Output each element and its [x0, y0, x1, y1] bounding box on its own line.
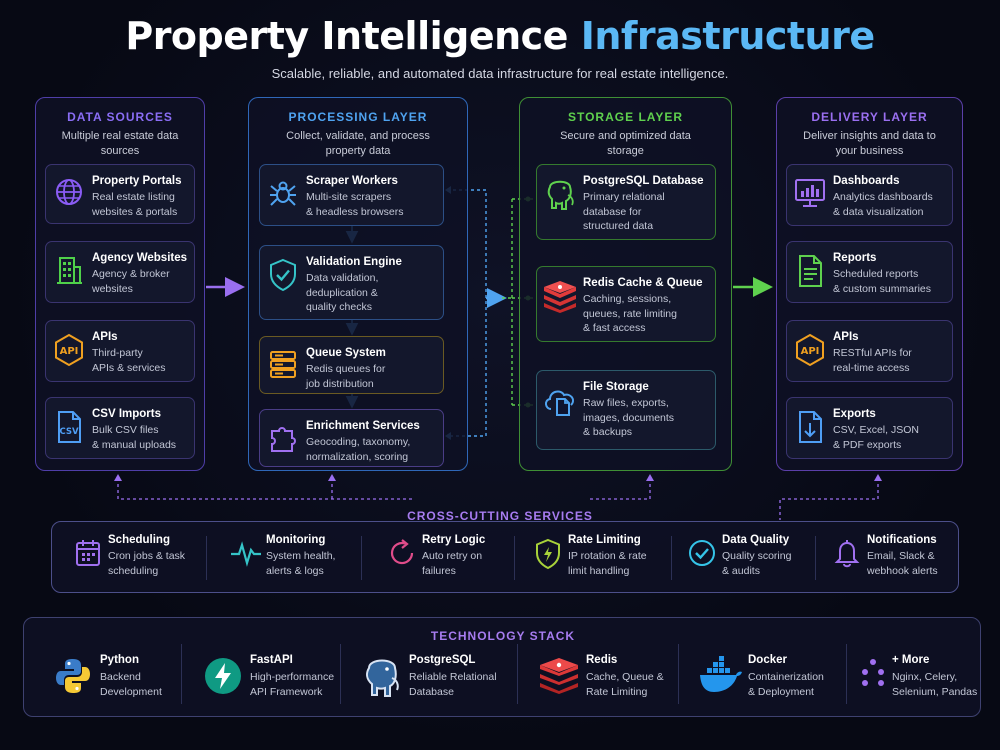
processing-title: PROCESSING LAYER [288, 110, 428, 124]
dashboard-icon [795, 179, 825, 207]
title-accent: Infrastructure [580, 14, 875, 58]
postgres-elephant-icon [547, 180, 574, 210]
cross-cutting-title: CROSS-CUTTING SERVICES [407, 509, 593, 523]
storage-connector-lines [502, 198, 534, 406]
delivery-layer-panel: DELIVERY LAYER Deliver insights and data… [776, 97, 963, 471]
cloud-file-icon [545, 390, 574, 416]
svg-text:API: API [60, 346, 79, 357]
page-title: Property Intelligence Infrastructure [0, 14, 1000, 58]
calendar-icon [76, 540, 100, 566]
technology-stack-title: TECHNOLOGY STACK [430, 629, 576, 643]
shield-check-icon [270, 258, 296, 292]
card-title: Property Portals [92, 175, 182, 187]
page-subtitle: Scalable, reliable, and automated data i… [271, 66, 729, 81]
cross-cutting-links [117, 478, 879, 520]
shield-limit-icon [536, 538, 560, 570]
check-circle-icon [689, 540, 715, 566]
processing-subtitle: Collect, validate, and process property … [286, 130, 430, 157]
puzzle-icon [271, 427, 296, 452]
spider-icon [270, 181, 296, 206]
api-icon: API [55, 333, 83, 367]
bell-icon [834, 540, 860, 568]
postgres-elephant-icon [366, 659, 399, 697]
data-sources-panel: DATA SOURCES Multiple real estate data s… [35, 97, 205, 471]
pulse-icon [231, 541, 261, 567]
csv-file-icon: CSV [58, 411, 81, 443]
delivery-title: DELIVERY LAYER [811, 110, 928, 124]
python-icon [56, 659, 90, 693]
redis-icon [544, 281, 576, 313]
redis-icon [540, 658, 578, 694]
title-main: Property Intelligence [125, 14, 568, 58]
delivery-subtitle: Deliver insights and data to your busine… [803, 130, 936, 157]
data-sources-title: DATA SOURCES [67, 110, 173, 124]
fastapi-icon [205, 658, 241, 694]
queue-icon [270, 351, 296, 378]
dots-icon [862, 659, 884, 686]
report-icon [799, 255, 822, 287]
building-icon [57, 257, 82, 284]
processing-layer-panel: PROCESSING LAYER Collect, validate, and … [248, 97, 468, 471]
svg-text:CSV: CSV [59, 427, 79, 437]
globe-icon [56, 179, 82, 205]
storage-layer-panel: STORAGE LAYER Secure and optimized data … [519, 97, 732, 471]
api-icon: API [796, 333, 824, 367]
docker-icon [700, 656, 742, 692]
export-file-icon [799, 411, 822, 443]
storage-subtitle: Secure and optimized data storage [560, 130, 691, 157]
data-sources-subtitle: Multiple real estate data sources [61, 130, 179, 157]
svg-text:API: API [801, 346, 820, 357]
storage-title: STORAGE LAYER [567, 110, 684, 124]
retry-icon [390, 539, 414, 565]
